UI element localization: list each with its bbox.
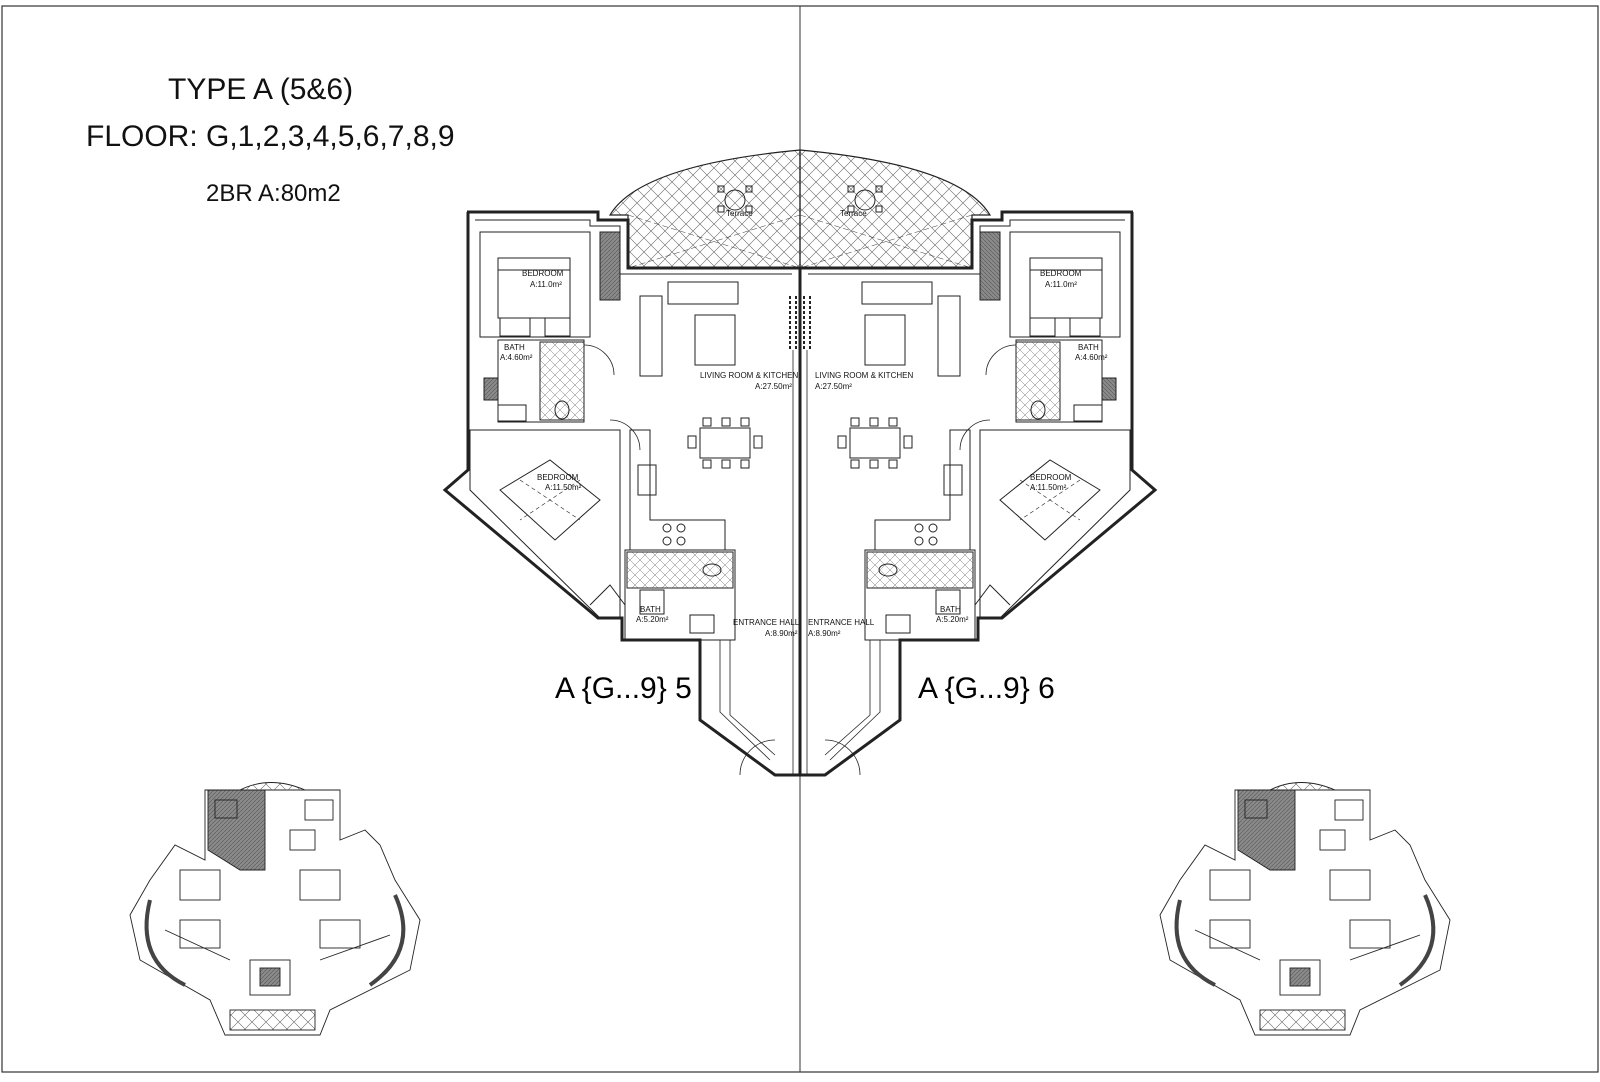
bath2-label-6: BATH (940, 605, 961, 614)
unit-6-room-labels: Terrace BEDROOM A:11.0m² BATH A:4.60m² B… (808, 209, 1108, 638)
hall-label-6: ENTRANCE HALL (808, 618, 875, 627)
key-plan-left (129, 782, 421, 1036)
hall-area-6: A:8.90m² (808, 629, 841, 638)
unit-6-label: A {G...9} 6 (918, 672, 1055, 705)
bath1-area-6: A:4.60m² (1075, 353, 1108, 362)
terrace-label-5: Terrace (726, 209, 753, 218)
bath2-area-6: A:5.20m² (936, 615, 969, 624)
bedroom2-label-6: BEDROOM (1030, 473, 1072, 482)
bedroom1-area-6: A:11.0m² (1045, 280, 1077, 289)
bedroom1-area-5: A:11.0m² (530, 280, 562, 289)
unit-5-label: A {G...9} 5 (555, 672, 692, 705)
bath2-area-5: A:5.20m² (636, 615, 669, 624)
hall-label-5: ENTRANCE HALL (733, 618, 800, 627)
bath1-label-6: BATH (1078, 343, 1099, 352)
area-label: 2BR A:80m2 (206, 180, 341, 207)
terrace-label-6: Terrace (840, 209, 867, 218)
living-label-6: LIVING ROOM & KITCHEN (815, 371, 913, 380)
bedroom2-area-5: A:11.50m² (545, 483, 582, 492)
bath2-label-5: BATH (640, 605, 661, 614)
bedroom2-area-6: A:11.50m² (1030, 483, 1067, 492)
hall-area-5: A:8.90m² (765, 629, 798, 638)
living-area-6: A:27.50m² (815, 382, 852, 391)
bedroom1-label-6: BEDROOM (1040, 269, 1082, 278)
bath1-label-5: BATH (504, 343, 525, 352)
bath1-area-5: A:4.60m² (500, 353, 533, 362)
unit-5-room-labels: Terrace BEDROOM A:11.0m² BATH A:4.60m² B… (500, 209, 800, 638)
key-plan-right (1158, 780, 1452, 1037)
floor-list: FLOOR: G,1,2,3,4,5,6,7,8,9 (86, 120, 455, 153)
bedroom2-label-5: BEDROOM (537, 473, 579, 482)
living-area-5: A:27.50m² (755, 382, 792, 391)
bedroom1-label-5: BEDROOM (522, 269, 564, 278)
living-label-5: LIVING ROOM & KITCHEN (700, 371, 798, 380)
type-title: TYPE A (5&6) (168, 73, 354, 106)
